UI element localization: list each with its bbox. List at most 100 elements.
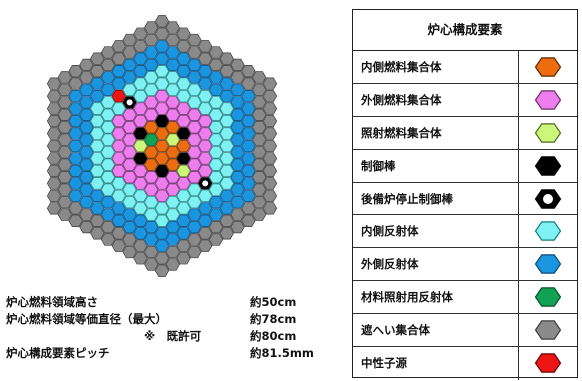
core-cell-outer-reflector <box>68 89 83 103</box>
core-cell-inner-reflector <box>154 77 170 90</box>
core-cell-outer-reflector <box>241 189 256 203</box>
core-cell-outer-reflector <box>230 146 245 159</box>
core-cell-shielding <box>57 108 72 121</box>
core-cell-shielding <box>252 108 267 121</box>
core-cell-irradiation-fuel <box>176 164 191 178</box>
core-cell-outer-reflector <box>154 40 170 53</box>
core-cell-shielding <box>219 52 234 65</box>
core-cell-shielding <box>57 83 72 97</box>
spec-label: 炉心燃料領域等価直径（最大） <box>6 312 167 326</box>
core-cell-shielding <box>154 27 170 40</box>
core-cell-shielding <box>187 233 202 246</box>
core-cell-outer-reflector <box>133 52 148 65</box>
core-cell-outer-reflector <box>187 208 202 221</box>
core-cell-outer-fuel <box>133 114 148 128</box>
core-cell-inner-reflector <box>176 89 191 103</box>
core-cell-inner-reflector <box>219 127 234 140</box>
core-cell-shielding <box>262 102 278 115</box>
legend-row-irradiation-fuel: 照射燃料集合体 <box>353 116 577 150</box>
core-cell-inner-reflector <box>133 77 148 90</box>
core-cell-shielding <box>252 96 267 109</box>
core-cell-shielding <box>208 233 224 246</box>
core-cell-shielding <box>57 208 72 221</box>
core-cell-shielding <box>187 46 202 59</box>
core-cell-shielding <box>79 220 94 234</box>
spec-value: 約81.5mm <box>250 346 314 360</box>
hexagon-swatch-icon <box>534 123 562 143</box>
core-cell-inner-reflector <box>154 65 170 78</box>
legend-rows: 内側燃料集合体外側燃料集合体照射燃料集合体制御棒後備炉停止制御棒内側反射体外側反… <box>353 51 577 380</box>
core-cell-shielding <box>262 189 278 203</box>
legend-label: 後備炉停止制御棒 <box>361 191 453 206</box>
hexagon-swatch-icon <box>534 90 562 110</box>
core-cell-outer-reflector <box>144 233 159 246</box>
core-cell-shielding <box>208 220 224 234</box>
core-cell-outer-fuel <box>111 164 126 178</box>
core-cell-shielding <box>46 127 62 140</box>
core-cell-outer-fuel <box>154 102 170 115</box>
core-cell-outer-fuel <box>176 114 191 128</box>
core-cell-outer-reflector <box>241 89 256 103</box>
core-cell-outer-fuel <box>165 108 180 121</box>
legend-row-inner-fuel: 内側燃料集合体 <box>353 51 577 84</box>
spec-label: 炉心構成要素ピッチ <box>6 346 110 360</box>
core-cell-shielding <box>252 71 267 84</box>
core-cell-shielding <box>79 208 94 221</box>
core-cell-shielding <box>219 65 234 78</box>
core-cell-shielding <box>68 202 83 215</box>
core-cell-outer-fuel <box>198 127 213 140</box>
core-cell-inner-fuel <box>165 121 180 134</box>
core-cell-shielding <box>252 146 267 159</box>
core-cell-outer-reflector <box>219 77 234 90</box>
core-cell-shielding <box>90 214 105 227</box>
core-cell-inner-reflector <box>100 121 116 134</box>
core-cell-outer-reflector <box>230 121 245 134</box>
core-cell-shielding <box>144 258 159 271</box>
core-cell-shielding <box>154 264 170 277</box>
core-cell-shielding <box>57 146 72 159</box>
core-cell-shielding <box>90 227 105 240</box>
core-cell-outer-fuel <box>133 177 148 190</box>
core-cell-shielding <box>262 139 278 153</box>
core-cell-inner-reflector <box>187 183 202 196</box>
core-cell-outer-reflector <box>79 171 94 184</box>
core-cell-outer-reflector <box>176 214 191 227</box>
legend-row-control-rod: 制御棒 <box>353 149 577 183</box>
core-cell-inner-reflector <box>100 183 116 196</box>
legend-swatch-cell <box>518 215 577 248</box>
core-cell-outer-fuel <box>133 102 148 115</box>
core-cell-outer-reflector <box>90 202 105 215</box>
core-cell-outer-reflector <box>230 133 245 146</box>
core-cell-inner-reflector <box>100 171 116 184</box>
core-cell-inner-reflector <box>219 114 234 128</box>
core-cell-outer-fuel <box>154 177 170 190</box>
core-cell-irradiation-fuel <box>133 139 148 153</box>
core-cell-shielding <box>198 40 213 53</box>
core-cell-outer-reflector <box>219 202 234 215</box>
core-cell-shielding <box>111 40 126 53</box>
core-cell-inner-fuel <box>144 158 159 171</box>
core-cell-inner-reflector <box>165 208 180 221</box>
core-cell-outer-reflector <box>68 152 83 165</box>
core-cell-outer-reflector <box>176 65 191 78</box>
spec-value: 約50cm <box>250 295 297 309</box>
core-cell-outer-reflector <box>68 189 83 203</box>
core-cell-outer-reflector <box>165 220 180 234</box>
core-cell-inner-reflector <box>100 146 116 159</box>
core-cell-inner-reflector <box>219 102 234 115</box>
spec-label: 炉心燃料領域高さ <box>6 295 98 309</box>
core-cell-outer-fuel <box>187 121 202 134</box>
core-cell-inner-reflector <box>144 195 159 209</box>
core-cell-outer-fuel <box>111 139 126 153</box>
backup-rod-ring-mark <box>202 180 209 187</box>
core-cell-shielding <box>208 46 224 59</box>
core-cell-outer-reflector <box>144 58 159 72</box>
core-cell-shielding <box>133 252 148 265</box>
core-cell-shielding <box>252 83 267 97</box>
core-cell-shielding <box>46 164 62 178</box>
core-cell-outer-reflector <box>241 164 256 178</box>
core-cell-outer-reflector <box>230 108 245 121</box>
core-cell-inner-fuel <box>144 121 159 134</box>
core-cell-outer-fuel <box>111 127 126 140</box>
hexagon-swatch-icon <box>534 188 562 209</box>
